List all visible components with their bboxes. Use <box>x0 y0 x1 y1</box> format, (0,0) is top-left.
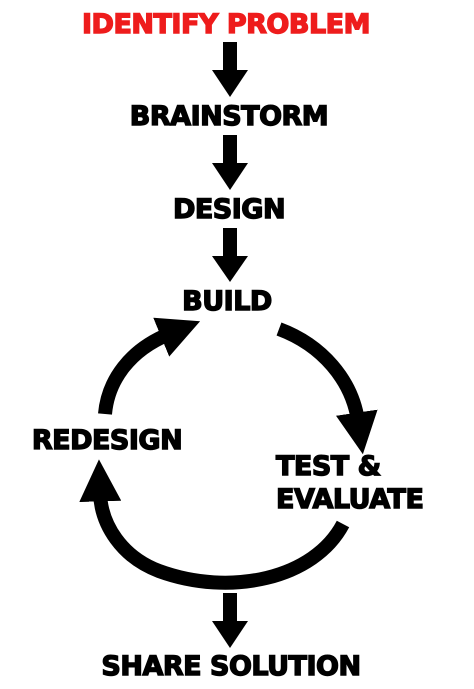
curved-arrow-icon <box>98 317 201 415</box>
step-redesign: REDESIGN <box>32 425 182 456</box>
arrow-down-icon <box>212 135 248 190</box>
arrow-down-icon <box>212 593 248 648</box>
step-share-solution: SHARE SOLUTION <box>101 651 360 682</box>
arrow-down-icon <box>212 42 248 97</box>
step-identify-problem: IDENTIFY PROBLEM <box>82 9 370 40</box>
step-design: DESIGN <box>173 194 285 225</box>
step-build: BUILD <box>182 286 272 317</box>
curved-arrow-icon <box>276 322 378 455</box>
arrow-down-icon <box>212 228 248 282</box>
curved-arrow-icon <box>79 459 350 590</box>
step-test-evaluate-line1: TEST & <box>276 451 381 482</box>
step-test-evaluate-line2: EVALUATE <box>276 484 423 515</box>
step-brainstorm: BRAINSTORM <box>130 101 328 132</box>
